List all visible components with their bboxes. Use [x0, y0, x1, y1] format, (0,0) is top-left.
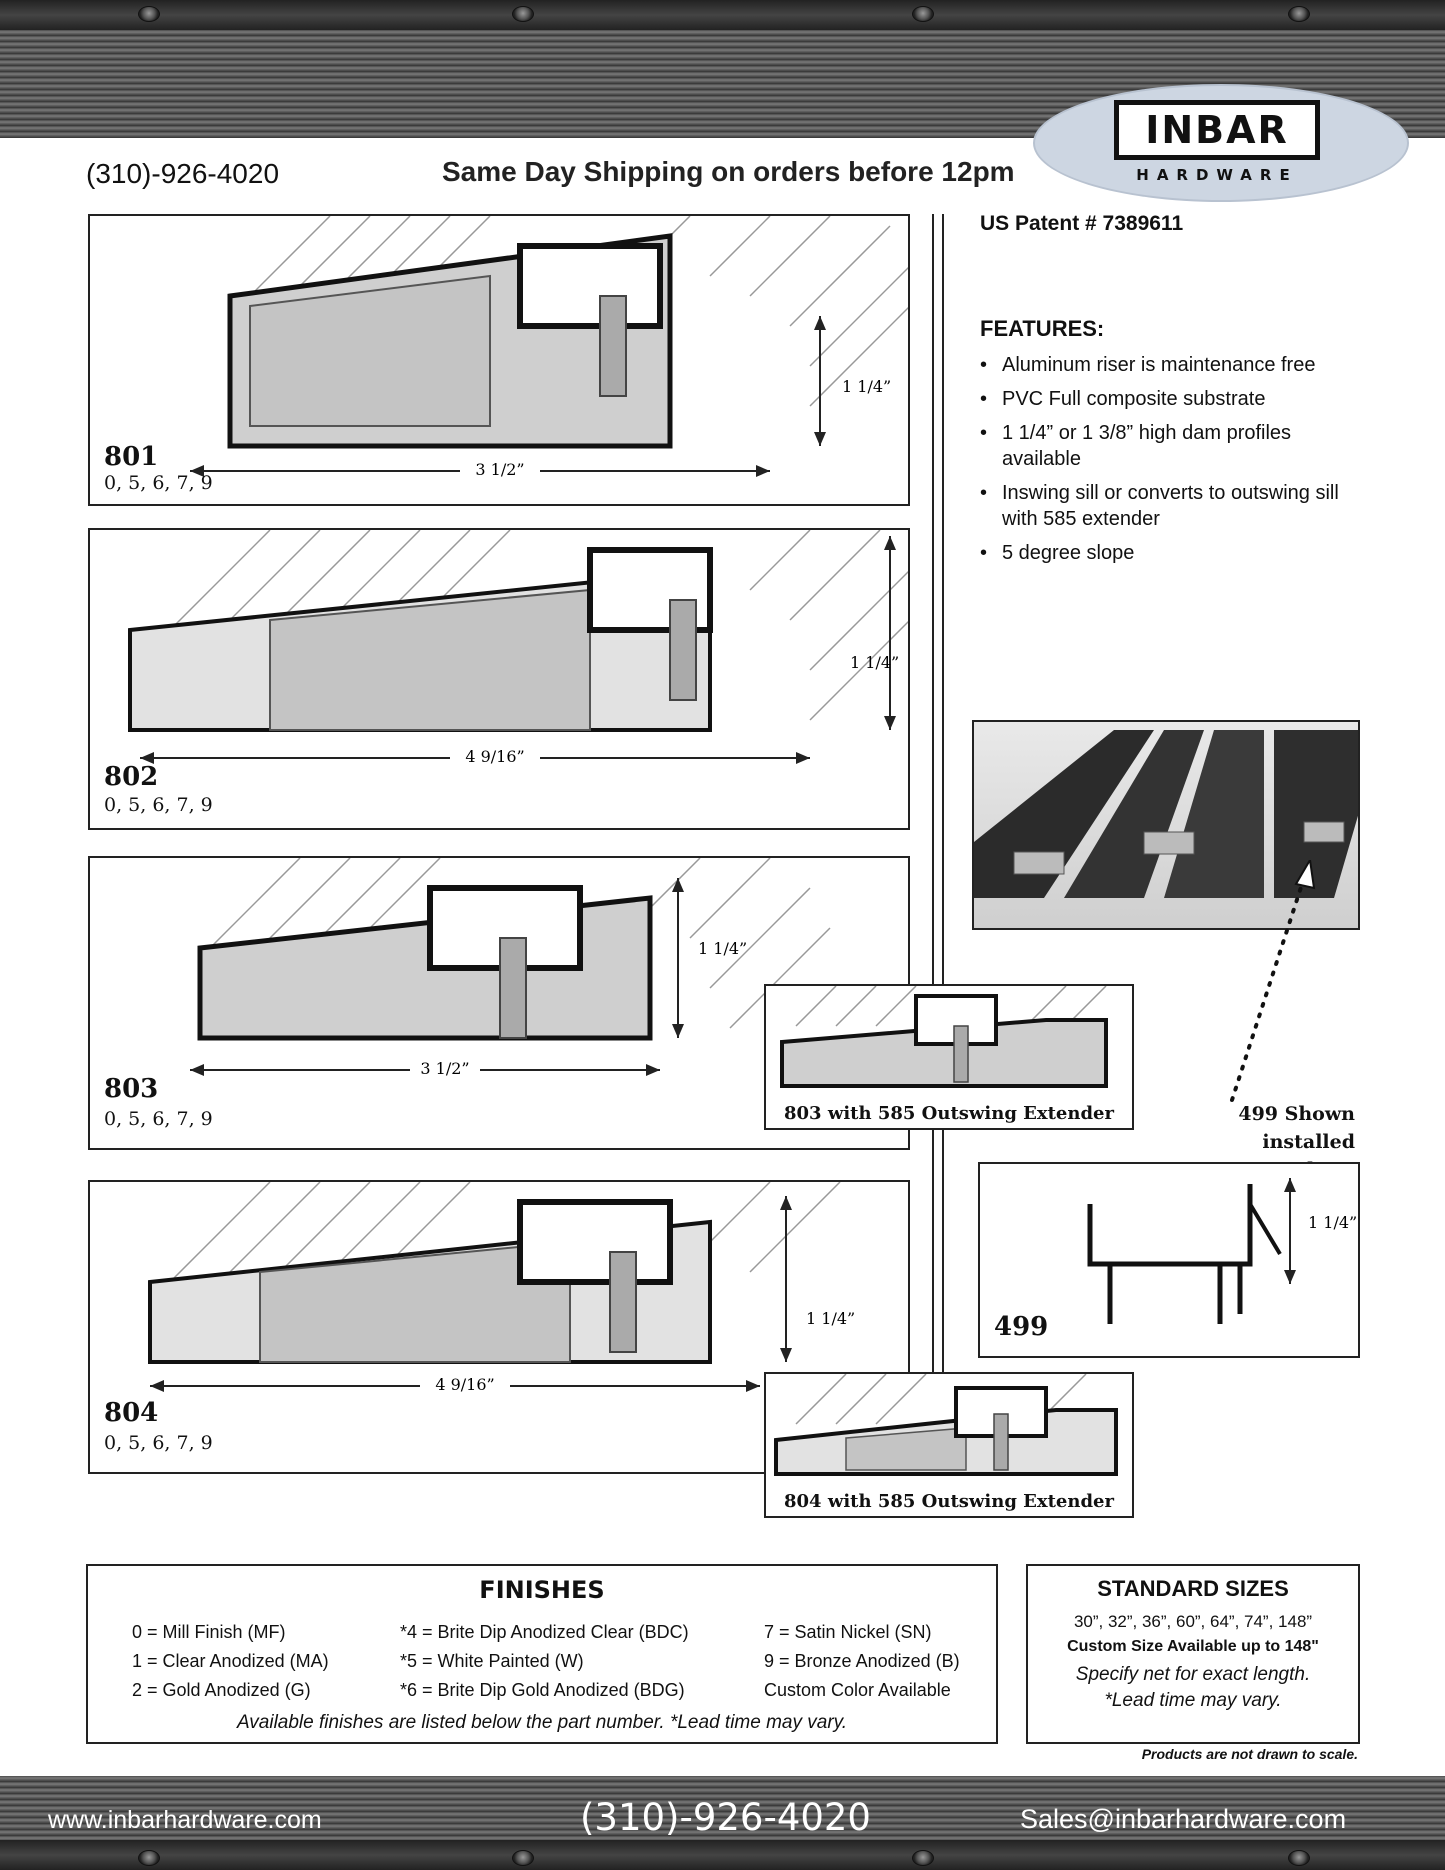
profile-drawing-803: 3 1/2” 1 1/4” — [190, 858, 831, 1078]
screw-icon — [512, 6, 534, 22]
finish-item: 0 = Mill Finish (MF) — [132, 1622, 286, 1642]
shipping-banner: Same Day Shipping on orders before 12pm — [442, 156, 1015, 187]
pointer-arrow-icon — [1230, 860, 1316, 1102]
product-photo — [972, 720, 1360, 930]
width-dimension-804: 4 9/16” — [435, 1375, 494, 1394]
profile-drawing-802: 4 9/16” 1 1/4” — [128, 530, 908, 766]
feature-item: PVC Full composite substrate — [980, 386, 1360, 412]
part-number-499: 499 — [994, 1312, 1049, 1342]
finishes-note: Available finishes are listed below the … — [236, 1712, 848, 1733]
finish-item: *4 = Brite Dip Anodized Clear (BDC) — [400, 1622, 689, 1642]
profile-drawing-499: 1 1/4” — [1087, 1178, 1357, 1324]
screw-icon — [138, 6, 160, 22]
finishes-column-3: 7 = Satin Nickel (SN) 9 = Bronze Anodize… — [764, 1618, 960, 1705]
header-rail — [0, 0, 1445, 30]
height-dimension-803: 1 1/4” — [698, 939, 747, 958]
height-dimension-801: 1 1/4” — [842, 377, 891, 396]
footer-email-link[interactable]: Sales@inbarhardware.com — [1020, 1804, 1347, 1834]
finishes-panel: FINISHES 0 = Mill Finish (MF) 1 = Clear … — [86, 1564, 998, 1744]
header-band — [0, 0, 1445, 138]
height-dimension-802: 1 1/4” — [850, 653, 899, 672]
profile-drawing-801: 3 1/2” 1 1/4” — [190, 216, 908, 479]
part-finishes-802: 0, 5, 6, 7, 9 — [104, 794, 213, 816]
sizes-custom: Custom Size Available up to 148" — [1067, 1638, 1319, 1655]
part-number-804: 804 — [104, 1398, 159, 1428]
logo-subtitle: HARDWARE — [1136, 166, 1298, 184]
part-number-802: 802 — [104, 762, 159, 792]
finish-item: *6 = Brite Dip Gold Anodized (BDG) — [400, 1680, 685, 1700]
footer-website-link[interactable]: www.inbarhardware.com — [48, 1806, 322, 1834]
product-card-804: 4 9/16” 1 1/4” 804 0, 5, 6, 7, 9 — [88, 1180, 910, 1474]
finish-item: 7 = Satin Nickel (SN) — [764, 1622, 932, 1642]
finish-item: 9 = Bronze Anodized (B) — [764, 1651, 960, 1671]
footer-band — [0, 1776, 1445, 1870]
sizes-lead-time: *Lead time may vary. — [1104, 1690, 1282, 1711]
width-dimension-803: 3 1/2” — [420, 1059, 469, 1078]
screw-icon — [912, 6, 934, 22]
feature-item: 1 1/4” or 1 3/8” high dam profiles avail… — [980, 420, 1360, 472]
part-finishes-804: 0, 5, 6, 7, 9 — [104, 1432, 213, 1454]
sizes-list: 30”, 32”, 36”, 60”, 64”, 74”, 148” — [1073, 1612, 1313, 1631]
part-number-801: 801 — [104, 442, 159, 472]
extender-card-804: 804 with 585 Outswing Extender — [764, 1372, 1134, 1518]
column-divider — [932, 214, 944, 1376]
extender-drawing-804 — [774, 1374, 1118, 1476]
finishes-title: FINISHES — [479, 1576, 605, 1604]
extender-caption-803: 803 with 585 Outswing Extender — [784, 1103, 1114, 1124]
product-card-802: 4 9/16” 1 1/4” 802 0, 5, 6, 7, 9 — [88, 528, 910, 830]
footer-rail — [0, 1840, 1445, 1870]
screw-icon — [1288, 1850, 1310, 1866]
part-number-803: 803 — [104, 1074, 159, 1104]
screw-icon — [138, 1850, 160, 1866]
finishes-column-1: 0 = Mill Finish (MF) 1 = Clear Anodized … — [132, 1618, 329, 1705]
width-dimension-801: 3 1/2” — [475, 460, 524, 479]
features-title: FEATURES: — [980, 316, 1105, 341]
standard-sizes-panel: STANDARD SIZES 30”, 32”, 36”, 60”, 64”, … — [1026, 1564, 1360, 1744]
feature-item: 5 degree slope — [980, 540, 1360, 566]
finish-item: 2 = Gold Anodized (G) — [132, 1680, 311, 1700]
feature-item: Aluminum riser is maintenance free — [980, 352, 1360, 378]
part-finishes-801: 0, 5, 6, 7, 9 — [104, 472, 213, 494]
width-dimension-802: 4 9/16” — [465, 747, 524, 766]
sizes-title: STANDARD SIZES — [1097, 1576, 1289, 1601]
product-card-801: 3 1/2” 1 1/4” 801 0, 5, 6, 7, 9 — [88, 214, 910, 506]
finish-item: *5 = White Painted (W) — [400, 1651, 584, 1671]
screw-icon — [912, 1850, 934, 1866]
screw-icon — [512, 1850, 534, 1866]
part-finishes-803: 0, 5, 6, 7, 9 — [104, 1108, 213, 1130]
scale-note: Products are not drawn to scale. — [1141, 1746, 1358, 1762]
profile-drawing-804: 4 9/16” 1 1/4” — [148, 1182, 855, 1394]
finishes-column-2: *4 = Brite Dip Anodized Clear (BDC) *5 =… — [400, 1618, 689, 1705]
screw-icon — [1288, 6, 1310, 22]
extender-card-803: 803 with 585 Outswing Extender — [764, 984, 1134, 1130]
patent-number: US Patent # 7389611 — [980, 212, 1184, 235]
logo: INBAR — [1114, 100, 1320, 160]
extender-caption-804: 804 with 585 Outswing Extender — [784, 1491, 1114, 1512]
extender-drawing-803 — [780, 986, 1108, 1088]
finish-item: 1 = Clear Anodized (MA) — [132, 1651, 329, 1671]
features-list: Aluminum riser is maintenance free PVC F… — [980, 352, 1360, 574]
part-499-note-line1: 499 Shown — [1238, 1103, 1355, 1125]
footer-phone[interactable]: (310)-926-4020 — [580, 1796, 871, 1839]
sizes-specify: Specify net for exact length. — [1075, 1664, 1311, 1685]
finish-item: Custom Color Available — [764, 1680, 951, 1700]
height-dimension-804: 1 1/4” — [806, 1309, 855, 1328]
part-card-499: 1 1/4” 499 — [978, 1162, 1360, 1358]
feature-item: Inswing sill or converts to outswing sil… — [980, 480, 1360, 532]
height-dimension-499: 1 1/4” — [1308, 1213, 1357, 1232]
header-phone[interactable]: (310)-926-4020 — [86, 158, 280, 189]
